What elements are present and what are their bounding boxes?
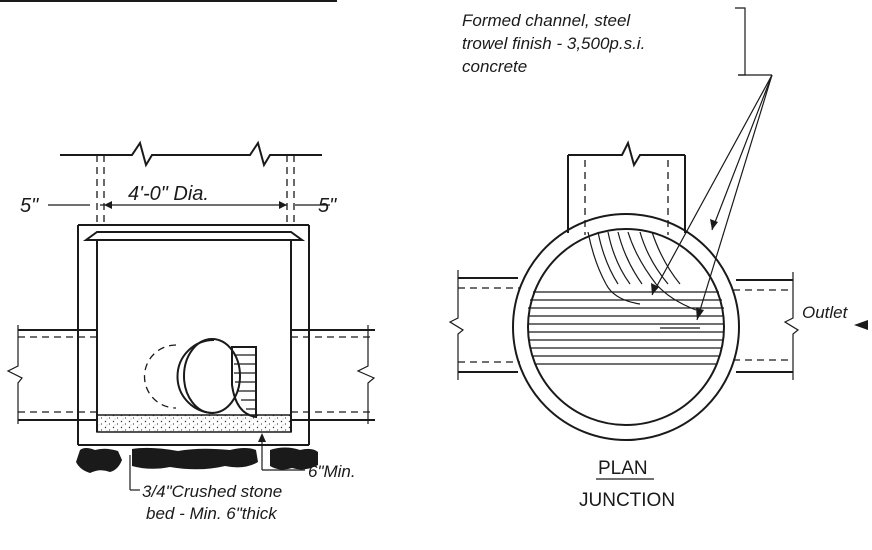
manhole-section-view (6, 140, 376, 491)
pipe-crosssection-outer (176, 339, 215, 414)
u-channel-benching (231, 346, 257, 419)
section-top-break-line (60, 140, 322, 168)
pipe-left-break (6, 325, 23, 424)
stone-note-line1: 3/4"Crushed stone (142, 482, 282, 501)
cone-bevel (82, 231, 306, 241)
channel-arrowhead-1 (651, 283, 659, 295)
channel-note-line1: Formed channel, steel (462, 11, 631, 30)
plan-subtitle: JUNCTION (579, 490, 675, 511)
channel-hatching (528, 231, 724, 365)
min-depth-note: 6"Min. (308, 462, 356, 481)
channel-note-line2: trowel finish - 3,500p.s.i. (462, 34, 645, 53)
dim-arrow-left (104, 201, 112, 209)
channel-leader-3 (696, 74, 773, 321)
channel-leader-1 (651, 74, 773, 296)
manhole-inner-circle (527, 228, 725, 426)
dim-wall-left-label: 5" (20, 195, 39, 217)
channel-arrowhead-2 (710, 219, 718, 230)
channel-leader-2 (711, 74, 773, 231)
channel-arrowhead-3 (696, 308, 704, 320)
outlet-label: Outlet (802, 303, 849, 322)
pipe-right-break (356, 325, 376, 424)
manhole-outer-circle (512, 213, 740, 441)
plan-pipe-left-break (448, 270, 465, 380)
plan-title: PLAN (598, 458, 648, 479)
u-channel-hatch (234, 354, 256, 410)
outlet-arrowhead (854, 320, 868, 330)
stone-note-line2: bed - Min. 6"thick (146, 504, 278, 523)
footing-block-left (76, 448, 122, 473)
footing-block-right (270, 447, 318, 470)
pipe-crosssection-opening (183, 338, 241, 414)
channel-note-bracket-right (735, 7, 746, 76)
plan-inlet-break (568, 140, 685, 168)
footing-block-middle (132, 447, 258, 470)
dim-wall-right-label: 5" (318, 195, 337, 217)
junction-plan-view (448, 7, 868, 480)
plan-pipe-right-break (783, 272, 800, 380)
dim-arrow-right (279, 201, 287, 209)
channel-bedding (96, 414, 292, 433)
channel-note-line3: concrete (462, 57, 527, 76)
leader-min-arrow (258, 433, 266, 442)
dim-diameter-label: 4'-0" Dia. (128, 183, 209, 205)
pipe-crosssection-dashed (143, 344, 177, 409)
